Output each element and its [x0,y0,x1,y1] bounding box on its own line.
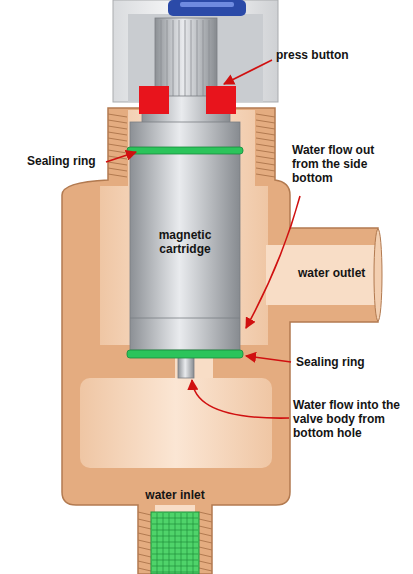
thread-line [199,547,212,550]
mesh-line [181,513,182,574]
thread-line [138,540,151,543]
thread-line [108,174,127,177]
cap-shell [113,0,278,102]
thread-line [199,533,212,536]
thread-line [256,114,275,117]
cartridge-stem [178,356,194,378]
thread-line [108,144,127,147]
thread-line [256,162,275,165]
sealing-ring-lower [127,350,243,358]
outlet-bore [266,245,378,305]
thread-line [138,561,151,564]
spline-line [197,20,198,98]
thread-line [108,114,127,117]
spline-line [191,20,192,98]
thread-line [256,174,275,177]
red-ring-right [206,86,236,114]
red-ring-left [139,86,169,114]
inlet-filter [151,512,199,574]
thread-line [138,519,151,522]
thread-line [138,533,151,536]
thread-line [256,144,275,147]
part-label: Sealing ring [27,154,107,168]
mesh-line [163,513,164,574]
part-label: magnetic cartridge [145,228,225,256]
thread-line [108,120,127,123]
part-label: press button [276,48,386,62]
thread-lines [108,114,275,571]
leader-line [224,60,272,84]
thread-line [108,162,127,165]
thread-line [199,519,212,522]
thread-line [256,138,275,141]
thread-line [108,132,127,135]
flow-note: Water flow out from the side bottom [292,143,404,185]
thread-line [256,168,275,171]
mesh-line [175,513,176,574]
blue-knob [168,0,246,16]
leader-line [246,196,300,328]
mesh-line [193,513,194,574]
mesh-line [187,513,188,574]
thread-line [108,150,127,153]
thread-line [138,568,151,571]
thread-line [199,540,212,543]
spline-line [203,20,204,98]
spline-line [179,20,180,98]
leader-line [192,380,289,418]
thread-line [256,132,275,135]
spline-line [173,20,174,98]
thread-line [256,126,275,129]
leader-lines [106,60,300,418]
blue-knob-top [180,2,234,7]
cartridge-body [130,122,240,350]
thread-line [108,126,127,129]
filter-mesh [152,513,198,574]
mesh-line [157,513,158,574]
flow-note: Water flow into the valve body from bott… [293,398,407,440]
thread-line [256,150,275,153]
thread-line [199,568,212,571]
sealing-ring-upper [127,147,243,154]
port-label: water outlet [298,266,376,280]
part-label: Sealing ring [296,355,396,369]
thread-line [108,168,127,171]
outlet-opening [374,229,382,321]
thread-line [256,120,275,123]
lower-chamber [80,378,272,468]
thread-line [199,526,212,529]
thread-line [199,554,212,557]
thread-line [138,526,151,529]
cartridge-step [130,318,240,319]
thread-line [138,554,151,557]
leader-line [246,356,291,362]
thread-line [138,547,151,550]
thread-line [256,156,275,159]
port-label: water inlet [138,488,212,502]
mesh-line [169,513,170,574]
spline-line [185,20,186,98]
leader-line [106,152,136,162]
thread-line [138,512,151,515]
thread-line [199,512,212,515]
thread-line [108,138,127,141]
thread-line [199,561,212,564]
